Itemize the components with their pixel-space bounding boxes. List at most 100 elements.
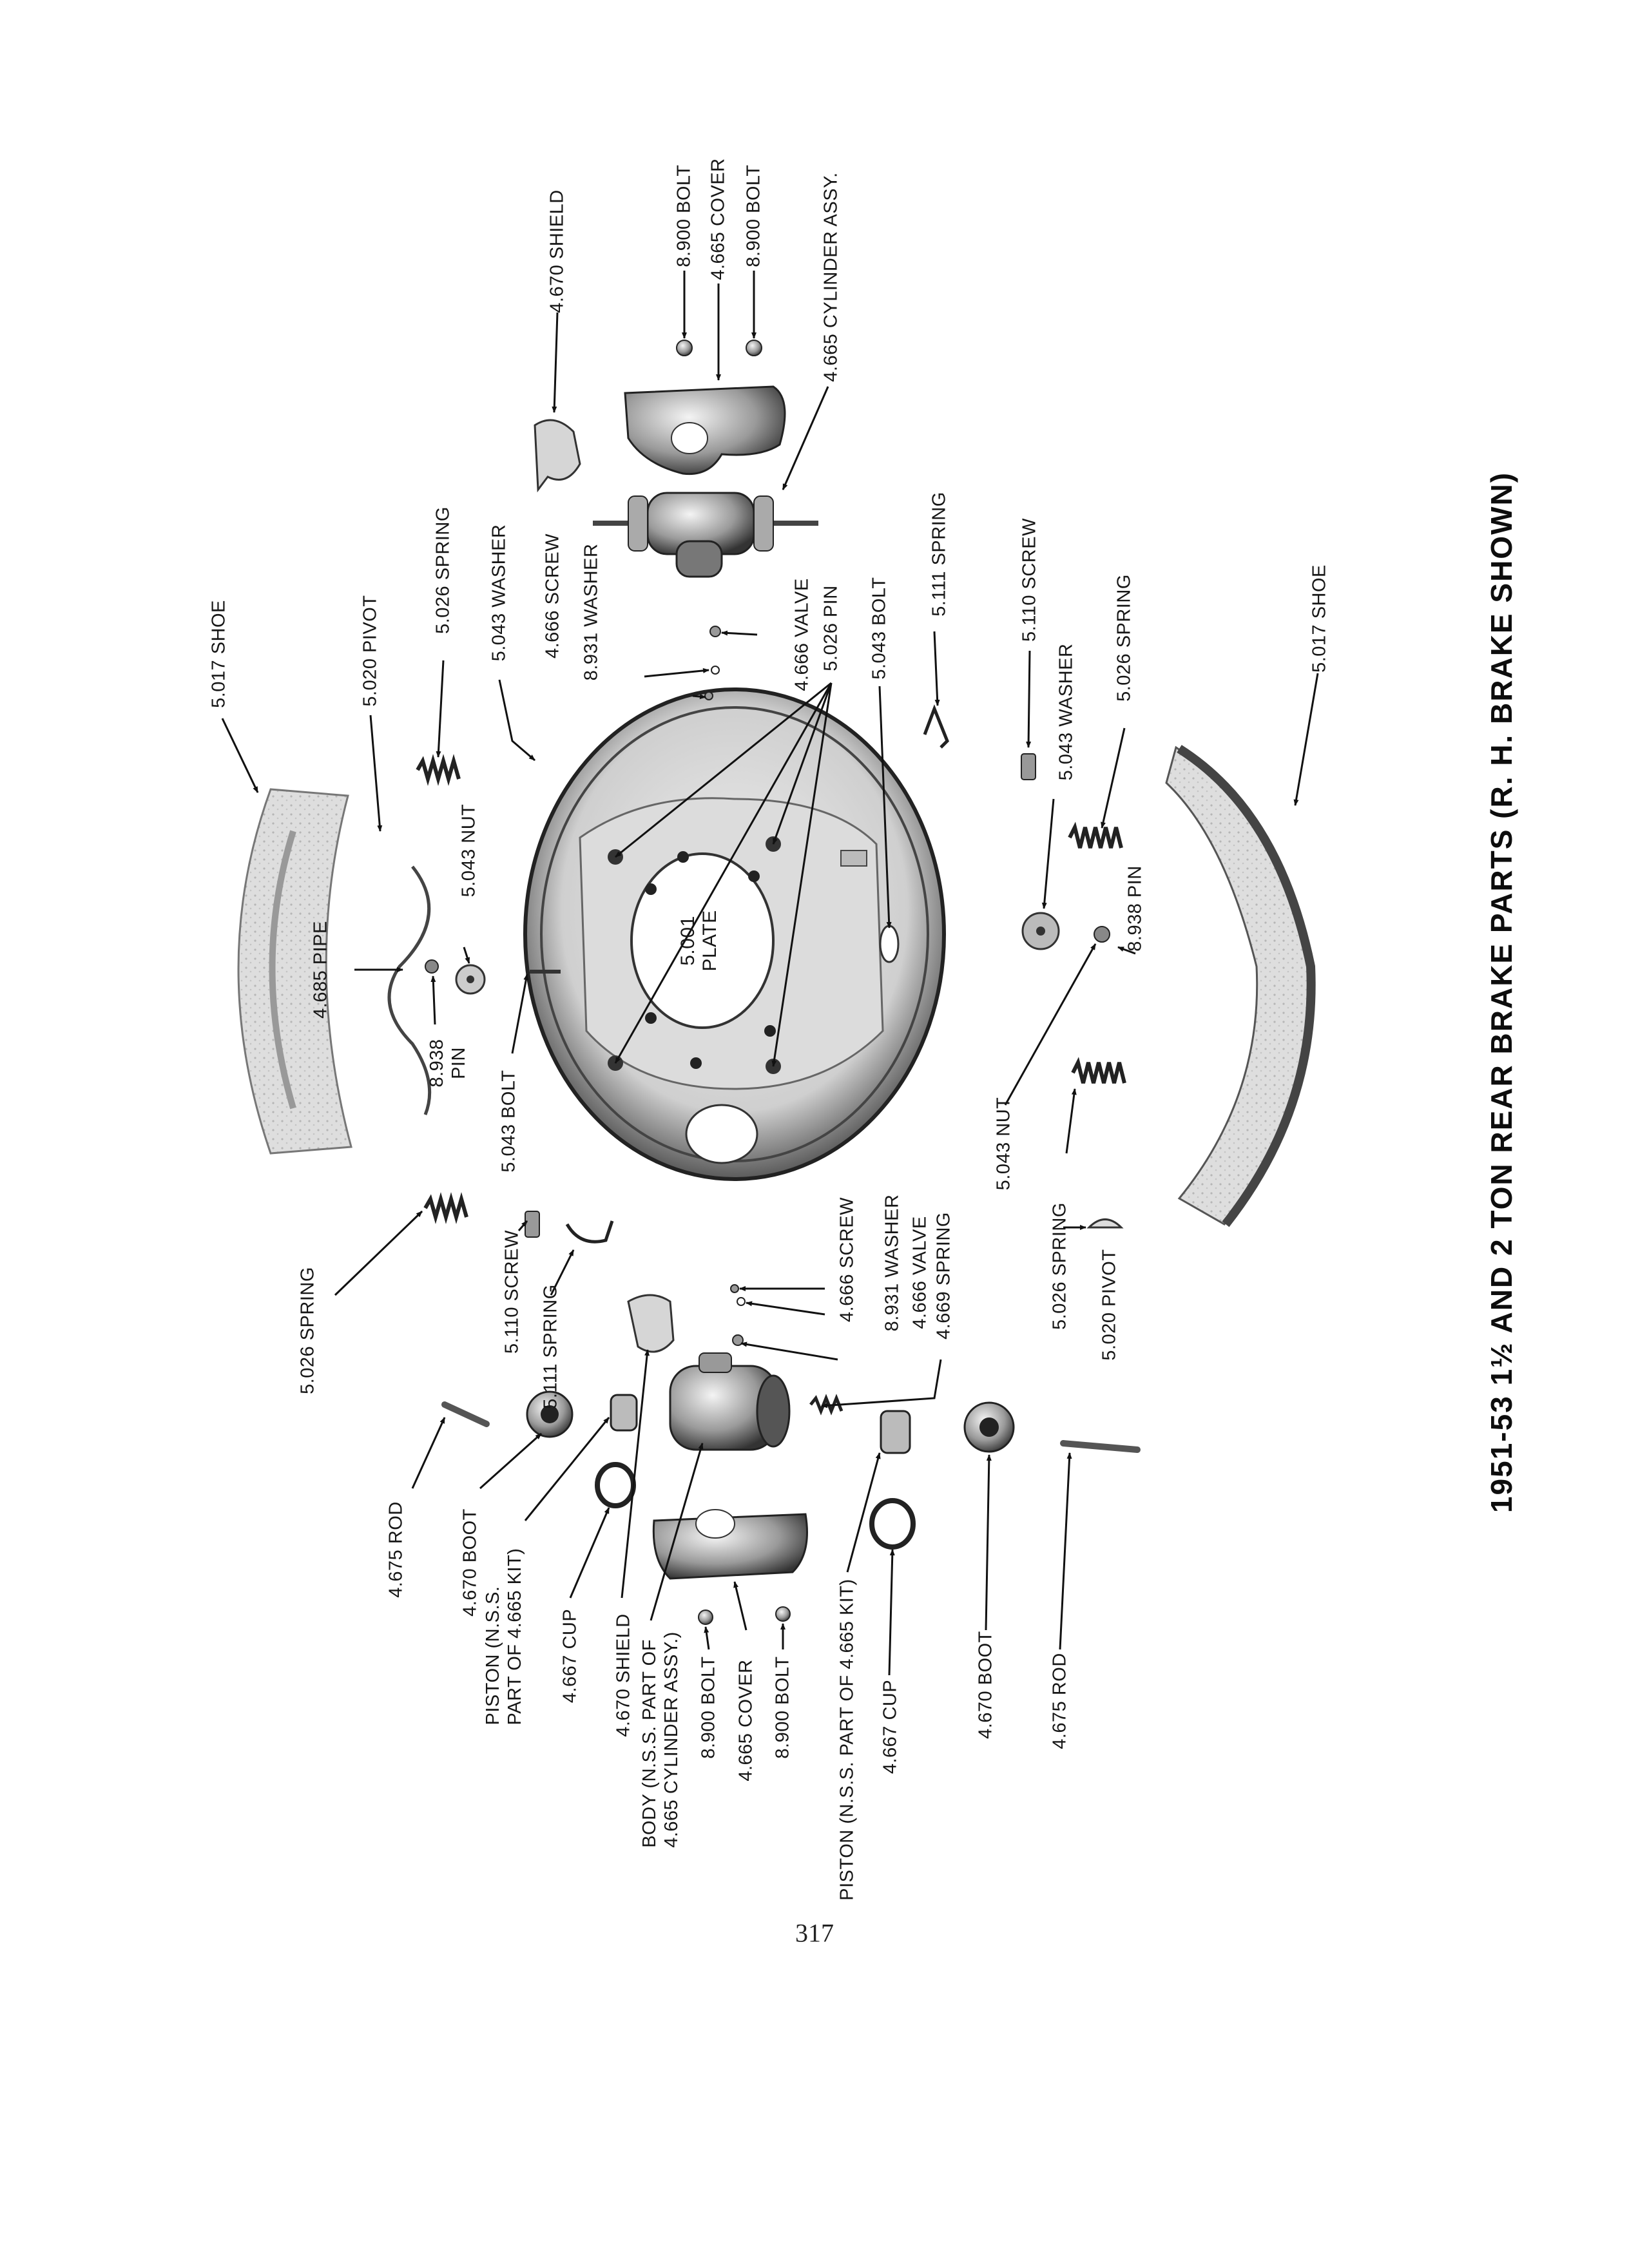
label-8938-pin-left-line1: 8.938 bbox=[427, 1039, 447, 1088]
label-5043-bolt-left: 5.043 BOLT bbox=[498, 1070, 519, 1173]
label-5111-spring-top: 5.111 SPRING bbox=[929, 492, 950, 617]
label-8900-bolt-bottom-b: 8.900 BOLT bbox=[772, 1656, 793, 1759]
label-4666-valve-top: 4.666 VALVE bbox=[791, 578, 813, 691]
washer-8931-top bbox=[711, 666, 720, 675]
label-5026-pin: 5.026 PIN bbox=[820, 585, 842, 671]
label-5111-spring-bottom: 5.111 SPRING bbox=[540, 1284, 561, 1409]
cylinder-cover-bottom bbox=[652, 1513, 808, 1580]
label-4665-cylinder-assy: 4.665 CYLINDER ASSY. bbox=[820, 172, 842, 382]
screw-5110-top bbox=[1021, 753, 1036, 780]
spring-lower-right bbox=[1071, 1057, 1126, 1084]
boot-right-core bbox=[979, 1418, 999, 1437]
pipe-4685 bbox=[387, 865, 432, 1115]
bolt-bottom-a bbox=[698, 1610, 713, 1625]
brake-shoe-right bbox=[1165, 745, 1310, 1225]
brake-shoe-left-web bbox=[269, 830, 296, 1110]
label-5110-screw-bottom: 5.110 SCREW bbox=[501, 1230, 523, 1354]
rod-left bbox=[441, 1401, 490, 1427]
label-4670-shield-bottom: 4.670 SHIELD bbox=[613, 1613, 634, 1737]
spring-upper-left bbox=[416, 754, 461, 786]
label-4665-cover-top: 4.665 COVER bbox=[708, 158, 729, 280]
shield-bottom bbox=[627, 1294, 675, 1353]
pivot-5020-bottom bbox=[1086, 1218, 1124, 1229]
washer-8931-bottom bbox=[737, 1297, 746, 1306]
label-5043-washer-right: 5.043 WASHER bbox=[1055, 643, 1077, 781]
shield-top bbox=[534, 419, 581, 493]
cup-right bbox=[869, 1498, 916, 1550]
label-5020-pivot-bottom: 5.020 PIVOT bbox=[1099, 1249, 1120, 1361]
label-5110-screw-top: 5.110 SCREW bbox=[1019, 518, 1040, 642]
label-4685-pipe: 4.685 PIPE bbox=[310, 921, 331, 1019]
label-5026-spring-left: 5.026 SPRING bbox=[297, 1267, 318, 1394]
spring-lower-left bbox=[423, 1192, 468, 1224]
label-8931-washer-bottom: 8.931 WASHER bbox=[882, 1194, 903, 1332]
label-4666-screw-bottom: 4.666 SCREW bbox=[836, 1196, 858, 1323]
brake-shoe-left bbox=[237, 788, 352, 1155]
label-8900-bolt-bottom-a: 8.900 BOLT bbox=[698, 1656, 719, 1759]
label-8900-bolt-top-b: 8.900 BOLT bbox=[743, 164, 764, 267]
piston-right bbox=[880, 1410, 911, 1454]
rod-right bbox=[1060, 1440, 1141, 1453]
label-4665-cover-bottom: 4.665 COVER bbox=[735, 1659, 757, 1782]
label-piston-left: PISTON (N.S.S. PART OF 4.665 KIT) bbox=[482, 1548, 526, 1725]
washer-5043-right-hole bbox=[1036, 927, 1045, 936]
label-5001-plate-line1: 5.001 bbox=[677, 916, 699, 966]
piston-left bbox=[610, 1394, 638, 1432]
brake-shoe-right-lining bbox=[1177, 745, 1316, 1227]
wheel-cylinder-top bbox=[593, 492, 818, 578]
label-4675-rod-right: 4.675 ROD bbox=[1049, 1653, 1070, 1749]
wheel-cylinder-bottom bbox=[669, 1352, 791, 1451]
valve-4666-top bbox=[709, 626, 721, 637]
leader-lines bbox=[221, 271, 1319, 1676]
label-body-line2: 4.665 CYLINDER ASSY.) bbox=[661, 1631, 682, 1848]
spring-5111-top bbox=[923, 704, 949, 749]
label-5017-shoe-right: 5.017 SHOE bbox=[1309, 564, 1330, 673]
label-5026-spring-right: 5.026 SPRING bbox=[1113, 574, 1135, 702]
label-4670-shield-top: 4.670 SHIELD bbox=[546, 189, 568, 313]
label-4667-cup-left: 4.667 CUP bbox=[559, 1608, 581, 1704]
label-5001-plate-line2: PLATE bbox=[699, 910, 720, 972]
label-4666-valve-bottom: 4.666 VALVE bbox=[909, 1216, 930, 1329]
label-5043-nut-top: 5.043 NUT bbox=[458, 803, 479, 898]
label-4669-spring: 4.669 SPRING bbox=[933, 1212, 954, 1340]
label-5017-shoe-left: 5.017 SHOE bbox=[208, 600, 229, 708]
diagram-title: 1951-53 1½ AND 2 TON REAR BRAKE PARTS (R… bbox=[1485, 471, 1518, 1514]
nut-5043-left bbox=[425, 959, 439, 974]
label-body: BODY (N.S.S. PART OF 4.665 CYLINDER ASSY… bbox=[639, 1631, 682, 1848]
label-5026-spring-bottom-right: 5.026 SPRING bbox=[1049, 1202, 1070, 1330]
bolt-bottom-b bbox=[775, 1606, 791, 1622]
screw-4666-top bbox=[704, 691, 713, 700]
cup-left bbox=[595, 1462, 636, 1508]
spring-4669 bbox=[809, 1394, 843, 1416]
label-5020-pivot-top: 5.020 PIVOT bbox=[360, 595, 381, 707]
washer-5043-left-hole bbox=[467, 975, 474, 983]
bolt-top-a bbox=[676, 340, 693, 356]
boot-left-core bbox=[541, 1405, 559, 1423]
bolt-top-b bbox=[746, 340, 762, 356]
label-8938-pin-left: 8.938 PIN bbox=[426, 1039, 470, 1087]
spring-5111-bottom bbox=[565, 1220, 614, 1244]
label-5043-nut-right: 5.043 NUT bbox=[993, 1097, 1014, 1191]
label-8900-bolt-top-a: 8.900 BOLT bbox=[673, 164, 695, 267]
label-8938-pin-left-line2: PIN bbox=[448, 1047, 469, 1079]
label-5043-washer-top: 5.043 WASHER bbox=[488, 524, 510, 662]
cover-bottom-hole bbox=[695, 1509, 735, 1539]
label-4667-cup-right: 4.667 CUP bbox=[880, 1679, 901, 1774]
label-piston-left-line2: PART OF 4.665 KIT) bbox=[505, 1548, 525, 1725]
label-8938-pin-right: 8.938 PIN bbox=[1124, 865, 1146, 952]
backing-plate-5001 bbox=[523, 687, 946, 1181]
label-5043-bolt-right: 5.043 BOLT bbox=[869, 577, 890, 680]
label-4670-boot-right: 4.670 BOOT bbox=[975, 1631, 996, 1739]
label-4666-screw-top: 4.666 SCREW bbox=[542, 533, 563, 659]
label-8931-washer-top: 8.931 WASHER bbox=[581, 543, 602, 681]
label-piston-right: PISTON (N.S.S. PART OF 4.665 KIT) bbox=[836, 1579, 858, 1901]
label-5026-spring-top: 5.026 SPRING bbox=[432, 506, 454, 634]
page-number: 317 bbox=[795, 1918, 834, 1948]
label-body-line1: BODY (N.S.S. PART OF bbox=[639, 1639, 660, 1848]
label-4675-rod-left: 4.675 ROD bbox=[385, 1501, 407, 1598]
screw-4666-bottom bbox=[730, 1284, 739, 1293]
label-5001-plate: 5.001 PLATE bbox=[677, 910, 721, 971]
label-4670-boot-left: 4.670 BOOT bbox=[459, 1508, 481, 1617]
